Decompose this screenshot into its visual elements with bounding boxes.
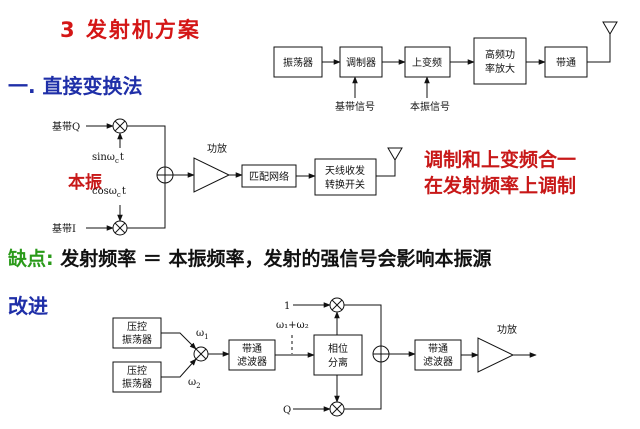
label-switch-1: 天线收发 <box>325 164 365 177</box>
power-amp-triangle-2 <box>477 337 515 373</box>
label-vco2-2: 振荡器 <box>122 377 152 390</box>
label-w2: ω2 <box>188 377 201 390</box>
label-input-one: 1 <box>284 301 290 312</box>
direct-conversion-diagram <box>86 118 403 236</box>
caption-line-2: 在发射频率上调制 <box>424 175 577 197</box>
label-vco1-1: 压控 <box>127 320 147 333</box>
block-tr-switch <box>314 158 377 196</box>
label-vco1-2: 振荡器 <box>122 333 152 346</box>
label-bpf1-2: 滤波器 <box>237 355 267 368</box>
label-power-amp-2: 功放 <box>497 323 517 336</box>
label-w-sum: ω₁+ω₂ <box>276 320 309 331</box>
defect-note: 缺点: 发射频率 ＝ 本振频率，发射的强信号会影响本振源 <box>8 244 491 271</box>
label-w1: ω1 <box>196 328 209 341</box>
label-cos: cosωct <box>92 186 126 199</box>
defect-label: 缺点: <box>8 248 54 270</box>
section-heading-direct: 一. 直接变换法 <box>8 74 143 98</box>
label-hf-power-amp-1: 高频功 <box>485 48 515 61</box>
section-heading-improved: 改进 <box>8 294 48 318</box>
label-splitter-2: 分离 <box>328 356 348 369</box>
antenna-icon-mid <box>387 147 403 161</box>
label-switch-2: 转换开关 <box>325 178 365 191</box>
power-amp-triangle <box>193 157 231 193</box>
label-baseband-i: 基带I <box>52 222 76 235</box>
label-upconverter: 上变频 <box>412 56 442 69</box>
label-vco2-1: 压控 <box>127 364 147 377</box>
label-oscillator: 振荡器 <box>283 56 313 69</box>
label-matching-network: 匹配网络 <box>249 170 289 183</box>
defect-text: 发射频率 ＝ 本振频率，发射的强信号会影响本振源 <box>53 248 492 270</box>
label-hf-power-amp-2: 率放大 <box>485 62 515 75</box>
label-baseband-signal: 基带信号 <box>335 100 375 113</box>
label-baseband-q: 基带Q <box>52 120 80 133</box>
antenna-icon-top <box>602 21 618 35</box>
caption-line-1: 调制和上变频合一 <box>424 149 577 171</box>
label-power-amp: 功放 <box>207 142 227 155</box>
label-splitter-1: 相位 <box>328 342 348 355</box>
label-sin: sinωct <box>92 152 124 165</box>
label-bpf1-1: 带通 <box>242 343 262 355</box>
block-hf-power-amp <box>473 37 527 85</box>
label-bpf2-1: 带通 <box>428 343 448 355</box>
block-phase-splitter <box>313 334 363 376</box>
slide-title: 3 发射机方案 <box>60 18 201 42</box>
label-local-osc-signal: 本振信号 <box>410 100 450 113</box>
label-input-q: Q <box>283 405 291 416</box>
lo-label: 本振 <box>68 173 102 193</box>
top-transmitter-chain <box>273 21 618 98</box>
label-bpf2-2: 滤波器 <box>423 355 453 368</box>
label-bandpass: 带通 <box>556 57 576 69</box>
label-modulator: 调制器 <box>346 56 376 69</box>
improved-diagram <box>112 297 537 417</box>
